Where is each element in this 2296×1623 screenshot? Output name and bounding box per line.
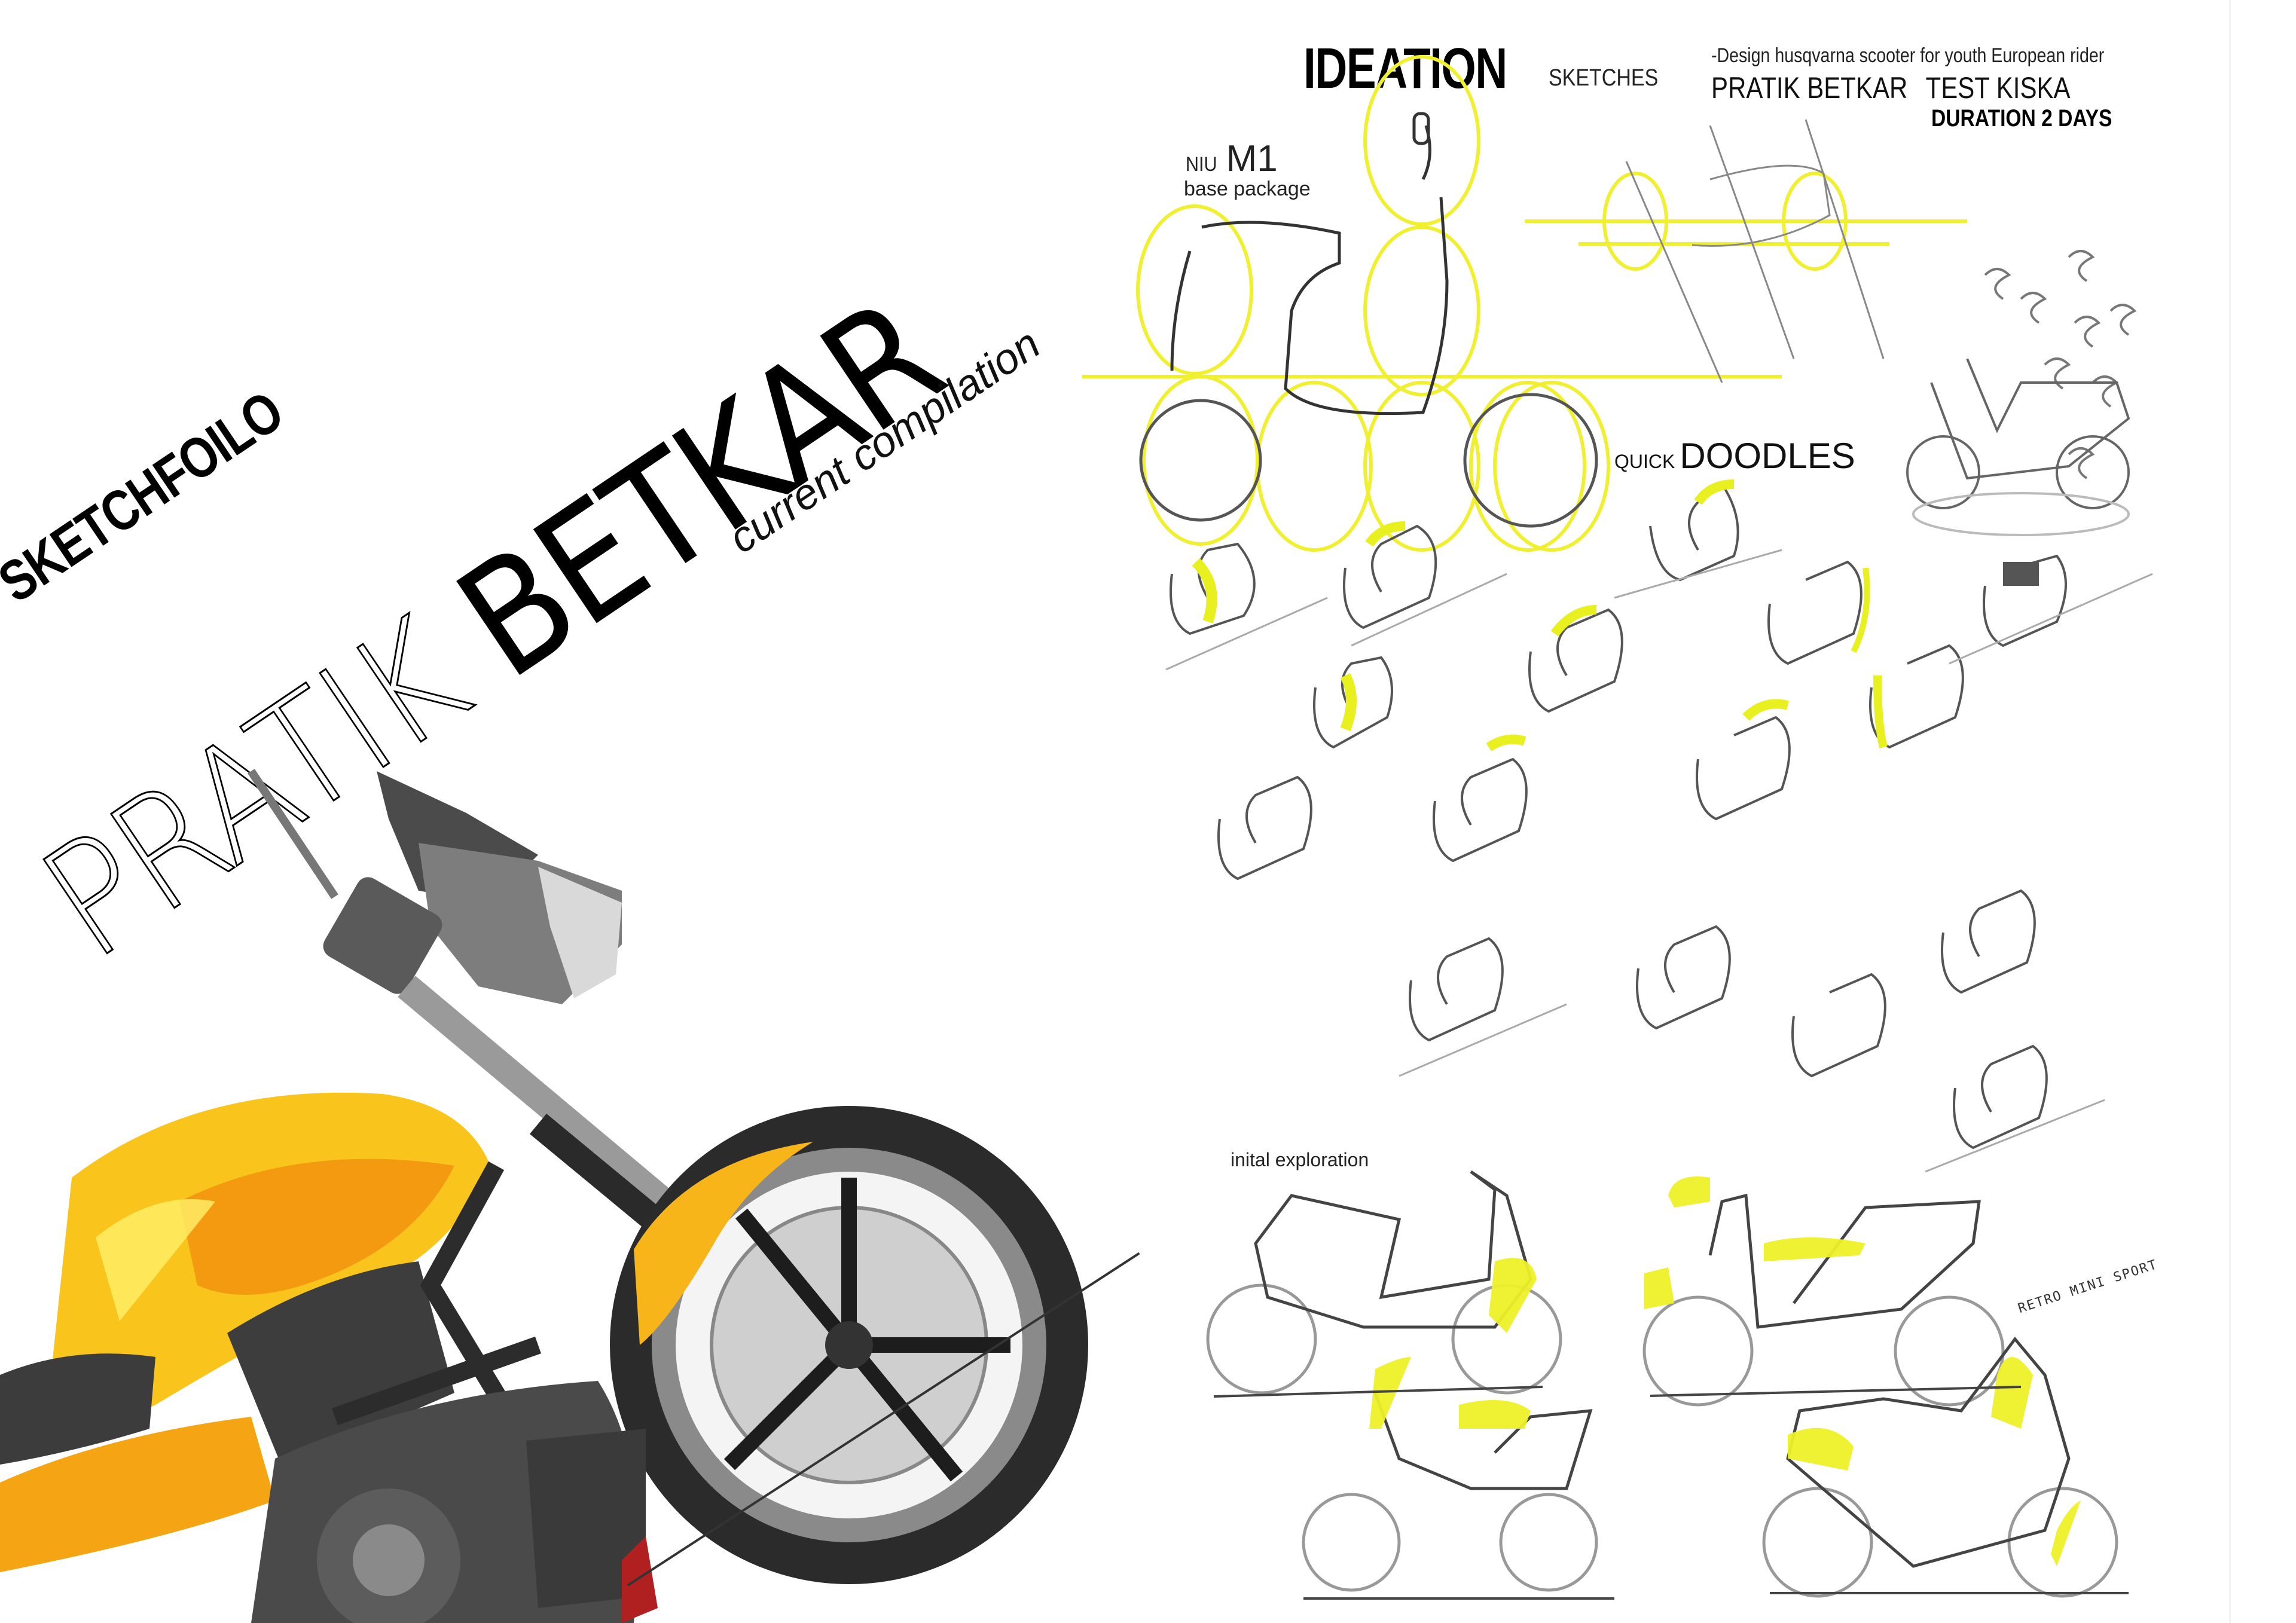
motorcycle-illustration	[0, 769, 1088, 1623]
page-title: IDEATION	[1303, 36, 1507, 100]
reference-caption: base package	[1184, 178, 1311, 200]
page-divider	[2229, 0, 2231, 1623]
reference-model: M1	[1226, 138, 1278, 179]
reference-brand: NIU	[1185, 153, 1217, 176]
design-brief: -Design husqvarna scooter for youth Euro…	[1711, 44, 2105, 67]
doodles-heading-title: DOODLES	[1680, 436, 1855, 476]
project-name: TEST KISKA	[1925, 71, 2071, 105]
reference-label: NIU M1 base package	[1184, 137, 1311, 201]
author-name: PRATIK BETKAR	[1711, 71, 1908, 105]
exploration-label: inital exploration	[1231, 1149, 1369, 1170]
page-title-suffix: SKETCHES	[1549, 65, 1659, 91]
doodles-heading-prefix: QUICK	[1614, 451, 1675, 472]
duration-label: DURATION 2 DAYS	[1931, 105, 2112, 132]
author-line: PRATIK BETKAR TEST KISKA	[1711, 71, 2071, 105]
